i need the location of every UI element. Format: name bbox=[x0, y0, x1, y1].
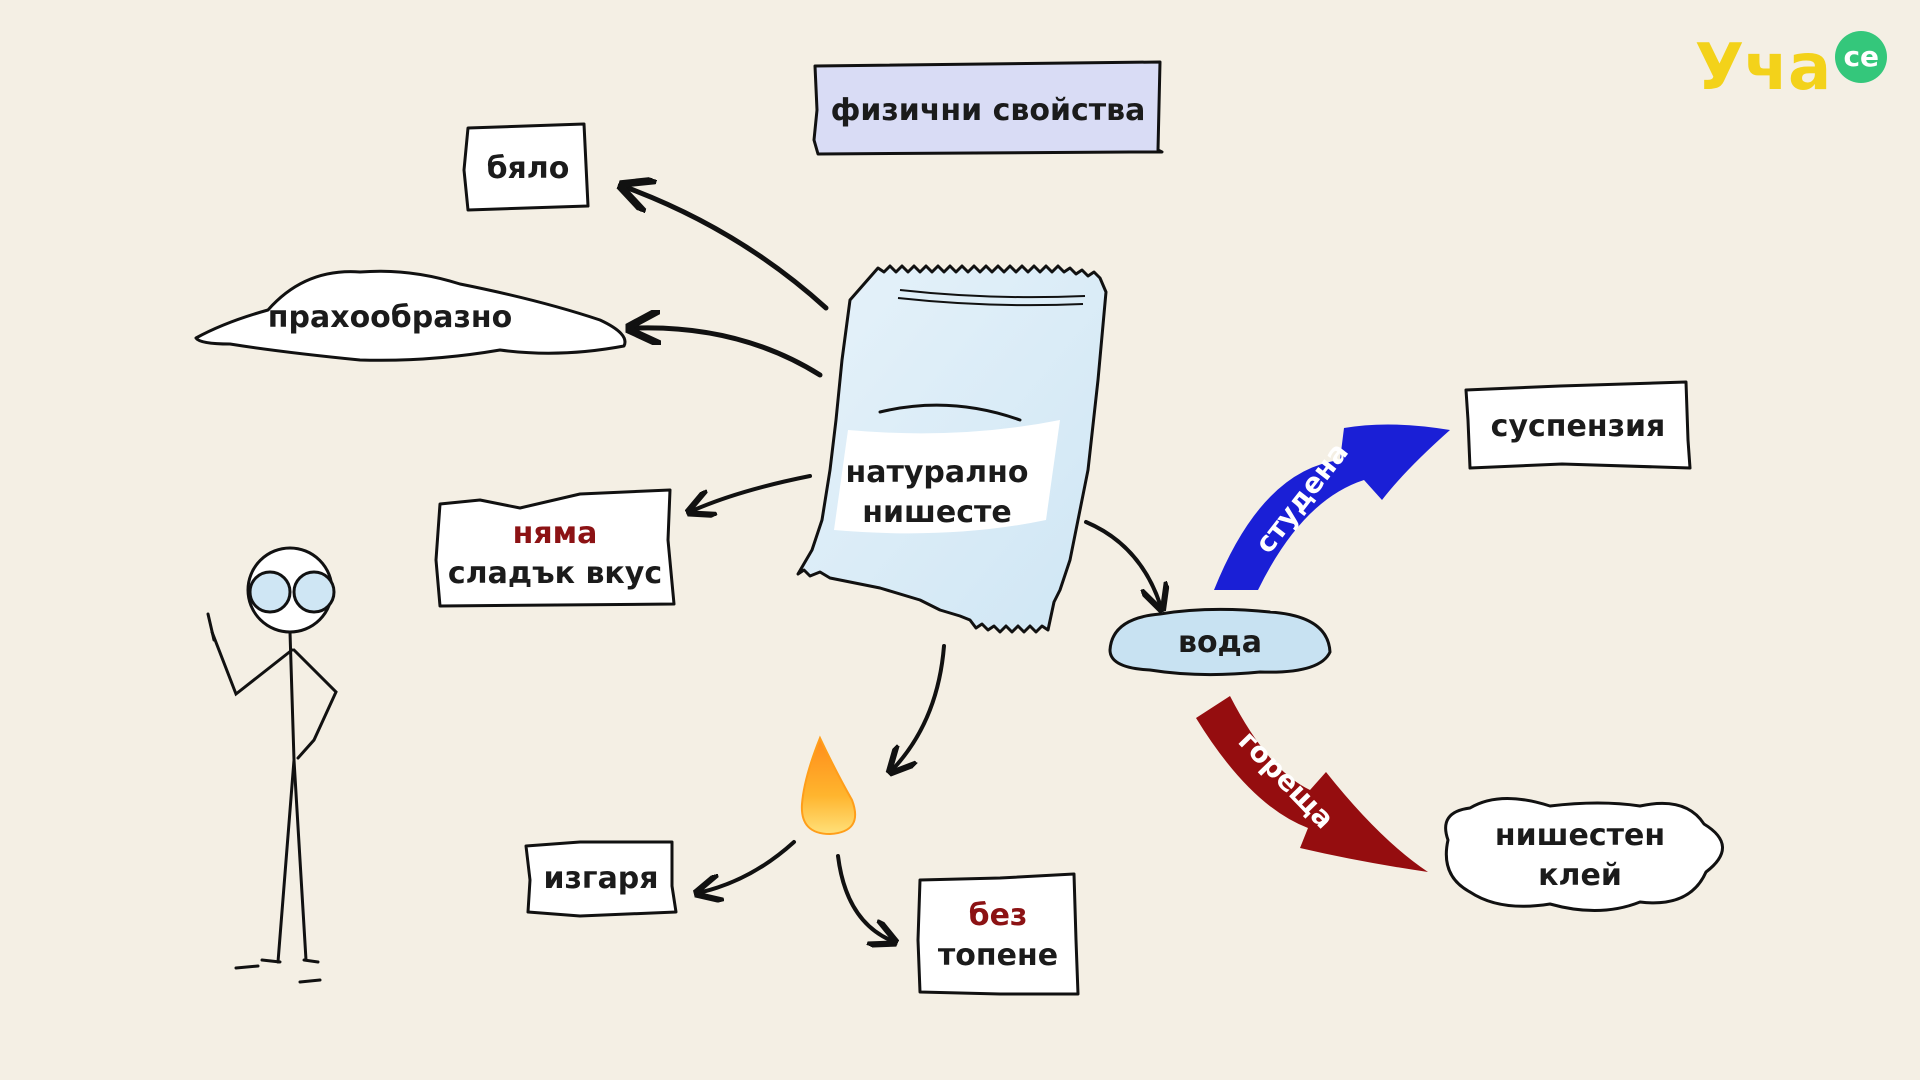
result-glue-line1: нишестен bbox=[1494, 817, 1666, 853]
water-label: вода bbox=[1177, 624, 1263, 660]
stick-figure bbox=[206, 546, 338, 984]
arrow-to-taste bbox=[694, 474, 812, 510]
starch-label-line1: натурално bbox=[845, 454, 1029, 490]
arrow-to-fire bbox=[894, 644, 946, 768]
logo-text: Уча bbox=[1694, 30, 1832, 105]
fire-no-melt: без топене bbox=[920, 880, 1076, 992]
flame-icon bbox=[800, 735, 857, 836]
starch-bag bbox=[796, 264, 1108, 634]
logo: Уча се bbox=[1686, 28, 1896, 108]
fire-no-melt-line2: топене bbox=[937, 938, 1059, 973]
page-title: физични свойства bbox=[830, 92, 1146, 128]
property-taste-line2: сладък вкус bbox=[447, 556, 663, 591]
starch-label-line2: нишесте bbox=[862, 495, 1012, 530]
property-taste-line1: няма bbox=[512, 515, 598, 551]
no-melt-box bbox=[916, 872, 1080, 996]
arrow-to-water bbox=[1084, 520, 1160, 604]
title-box bbox=[812, 60, 1164, 156]
result-suspension: суспензия bbox=[1490, 408, 1666, 444]
suspension-box bbox=[1464, 380, 1692, 470]
result-glue-line2: клей bbox=[1538, 858, 1622, 893]
arrow-to-white bbox=[628, 188, 829, 311]
arrow-to-powder bbox=[636, 328, 823, 378]
property-taste: няма сладък вкус bbox=[442, 504, 668, 604]
burns-box bbox=[524, 840, 678, 918]
glue-cloud bbox=[1444, 797, 1724, 912]
hot-arrow bbox=[1196, 696, 1428, 872]
taste-box bbox=[434, 488, 676, 608]
property-powder: прахообразно bbox=[267, 299, 513, 335]
logo-badge: се bbox=[1835, 31, 1888, 83]
arrow-to-burns bbox=[702, 840, 796, 892]
result-glue: нишестен клей bbox=[1470, 806, 1690, 906]
fire-no-melt-line1: без bbox=[968, 897, 1028, 933]
fire-burns: изгаря bbox=[543, 860, 659, 896]
water-puddle bbox=[1108, 607, 1332, 677]
powder-pile bbox=[194, 269, 627, 362]
starch-label: натурално нишесте bbox=[842, 438, 1032, 548]
cold-arrow bbox=[1214, 424, 1450, 590]
arrow-to-no-melt bbox=[836, 854, 890, 940]
white-box bbox=[462, 122, 590, 212]
property-white: бяло bbox=[486, 150, 570, 186]
